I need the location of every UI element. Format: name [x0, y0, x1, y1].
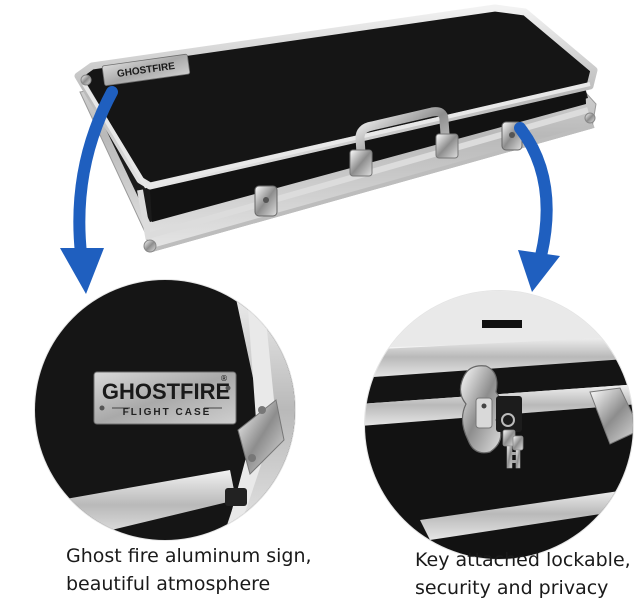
lock-detail-zoom — [364, 290, 634, 560]
left-caption-line2: beautiful atmosphere — [66, 573, 271, 595]
lid-plate: GHOSTFIRE — [101, 53, 191, 86]
right-caption-line2: security and privacy — [415, 577, 609, 599]
handle — [349, 107, 459, 177]
left-arrow-icon — [60, 86, 118, 294]
sign-detail-zoom: GHOSTFIRE ® FLIGHT CASE — [34, 279, 296, 541]
right-arrow-icon — [514, 122, 560, 292]
sign-subtitle-text: FLIGHT CASE — [123, 407, 212, 418]
left-latch — [254, 185, 278, 217]
left-caption: Ghost fire aluminum sign, beautiful atmo… — [66, 542, 312, 598]
sign-plate: GHOSTFIRE ® FLIGHT CASE — [93, 371, 237, 425]
sign-registered-mark: ® — [220, 374, 228, 383]
sign-brand-text: GHOSTFIRE — [102, 379, 230, 404]
key-icon — [501, 413, 524, 469]
right-caption-line1: Key attached lockable, — [415, 549, 631, 571]
right-caption: Key attached lockable, security and priv… — [415, 546, 631, 602]
left-caption-line1: Ghost fire aluminum sign, — [66, 545, 312, 567]
flight-case: GHOSTFIRE — [74, 4, 598, 253]
